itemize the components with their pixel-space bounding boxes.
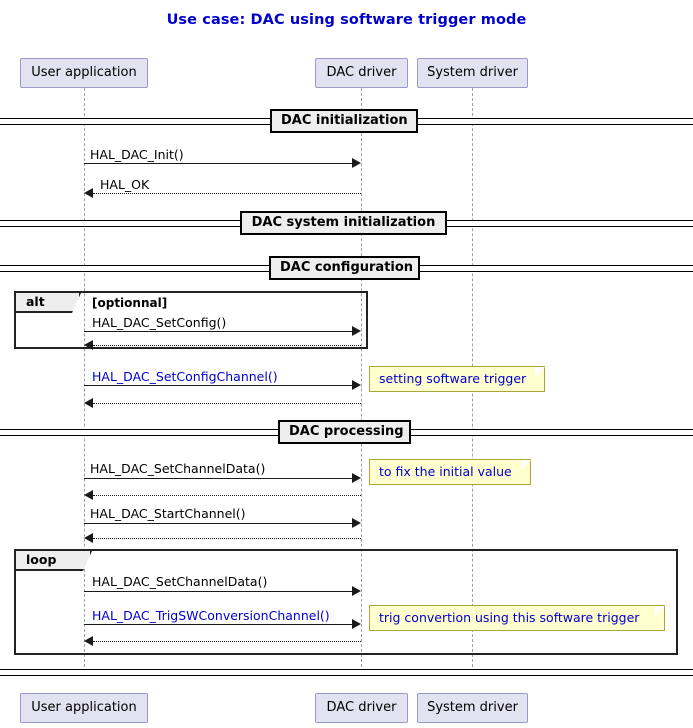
- divider-label-dac-system-initialization: DAC system initialization: [240, 211, 447, 235]
- message-arrowhead-hal-dac-init: [352, 158, 361, 168]
- message-line-setconfig-return: [93, 345, 361, 346]
- message-line-hal-dac-setchanneldata-2: [84, 591, 353, 592]
- divider-label-dac-configuration: DAC configuration: [269, 256, 420, 280]
- message-arrowhead-trigsw-return: [84, 636, 93, 646]
- participant-footer-dac-driver[interactable]: DAC driver: [315, 693, 408, 723]
- message-label-hal-dac-trigswconversionchannel: HAL_DAC_TrigSWConversionChannel(): [92, 608, 330, 623]
- note-to-fix-initial-value: to fix the initial value: [369, 459, 531, 485]
- message-arrowhead-setchanneldata-1-return: [84, 490, 93, 500]
- fragment-alt-condition: [optionnal]: [92, 296, 168, 310]
- participant-footer-system-driver[interactable]: System driver: [417, 693, 528, 723]
- participant-dac-driver[interactable]: DAC driver: [315, 58, 408, 88]
- message-arrowhead-hal-dac-trigswconversionchannel: [352, 619, 361, 629]
- message-label-hal-dac-init: HAL_DAC_Init(): [90, 147, 184, 162]
- message-arrowhead-hal-dac-setconfigchannel: [352, 380, 361, 390]
- message-arrowhead-setconfig-return: [84, 340, 93, 350]
- fragment-loop-operator: loop: [16, 551, 92, 571]
- message-arrowhead-hal-dac-setchanneldata-2: [352, 586, 361, 596]
- message-arrowhead-startchannel-return: [84, 533, 93, 543]
- participant-user-application[interactable]: User application: [20, 58, 148, 88]
- page-title: Use case: DAC using software trigger mod…: [166, 12, 527, 28]
- note-fold-to-fix-initial-value: [521, 460, 531, 470]
- participant-system-driver[interactable]: System driver: [417, 58, 528, 88]
- message-line-hal-dac-setconfigchannel: [84, 385, 353, 386]
- message-line-setchanneldata-1-return: [93, 495, 361, 496]
- message-line-setconfigchannel-return: [93, 403, 361, 404]
- message-line-hal-dac-setchanneldata-1: [84, 478, 353, 479]
- message-arrowhead-setconfigchannel-return: [84, 398, 93, 408]
- note-setting-software-trigger: setting software trigger: [369, 366, 545, 392]
- fragment-loop: [14, 549, 678, 655]
- message-arrowhead-hal-dac-setconfig: [352, 326, 361, 336]
- divider-label-dac-initialization: DAC initialization: [270, 109, 418, 133]
- message-line-hal-dac-trigswconversionchannel: [84, 624, 353, 625]
- divider-label-dac-processing: DAC processing: [278, 420, 411, 444]
- message-label-hal-dac-setconfig: HAL_DAC_SetConfig(): [92, 315, 227, 330]
- participant-footer-user-application[interactable]: User application: [20, 693, 148, 723]
- message-line-trigsw-return: [93, 641, 361, 642]
- lifeline-dac-driver: [361, 88, 362, 672]
- message-arrowhead-hal-dac-setchanneldata-1: [352, 473, 361, 483]
- message-arrowhead-hal-ok: [84, 188, 93, 198]
- message-label-hal-dac-setconfigchannel: HAL_DAC_SetConfigChannel(): [92, 369, 278, 384]
- message-label-hal-dac-setchanneldata-1: HAL_DAC_SetChannelData(): [90, 461, 266, 476]
- message-line-hal-dac-setconfig: [84, 331, 353, 332]
- lifeline-user-application: [84, 88, 85, 672]
- message-line-startchannel-return: [93, 538, 361, 539]
- message-label-hal-dac-setchanneldata-2: HAL_DAC_SetChannelData(): [92, 574, 268, 589]
- message-line-hal-dac-startchannel: [84, 523, 353, 524]
- message-label-hal-ok: HAL_OK: [100, 177, 150, 192]
- message-line-hal-ok: [93, 193, 361, 194]
- note-fold-setting-software-trigger: [535, 367, 545, 377]
- message-label-hal-dac-startchannel: HAL_DAC_StartChannel(): [90, 506, 246, 521]
- message-arrowhead-hal-dac-startchannel: [352, 518, 361, 528]
- divider-rule-end: [0, 669, 693, 676]
- message-line-hal-dac-init: [84, 163, 353, 164]
- fragment-alt: [14, 291, 368, 349]
- note-fold-trig-convertion: [655, 606, 665, 616]
- note-trig-convertion: trig convertion using this software trig…: [369, 605, 665, 631]
- fragment-alt-operator: alt: [16, 293, 81, 313]
